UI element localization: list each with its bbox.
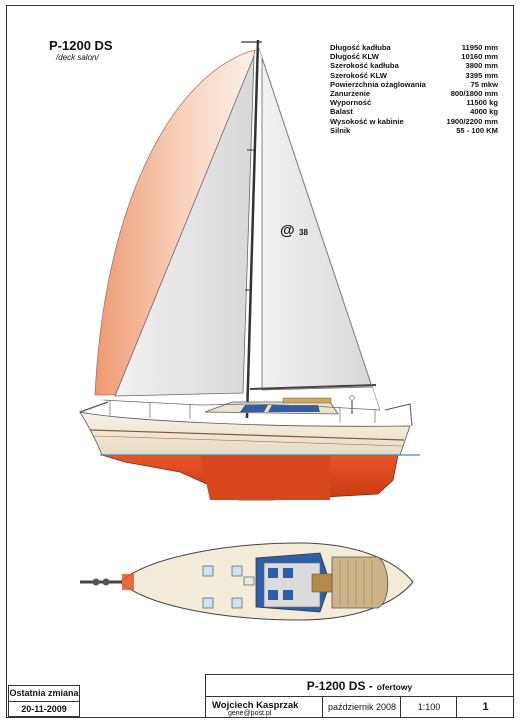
cockpit-plan [331,556,389,609]
spec-label: Szerokość kadłuba [330,61,399,71]
spec-value: 10160 mm [461,52,498,62]
spec-label: Zanurzenie [330,88,371,98]
spec-row: Szerokość KLW 3395 mm [330,71,498,80]
spec-value: 3800 mm [465,61,498,71]
spec-label: Balast [330,107,353,117]
drawing-title: P-1200 DS - [306,679,373,693]
spec-label: Powierzchnia ożaglowania [330,79,426,89]
title-block: P-1200 DS -ofertowy Wojciech Kasprzak ge… [205,674,514,718]
spec-label: Silnik [330,125,351,135]
spec-value: 11950 mm [461,43,498,52]
spec-value: 1900/2200 mm [446,116,498,126]
spec-value: 55 - 100 KM [456,125,498,135]
spec-row: Długość kadłuba 11950 mm [330,43,498,52]
spec-row: Długość KLW 10160 mm [330,52,498,61]
spec-value: 75 mkw [470,79,498,89]
last-change-date: 20-11-2009 [21,704,67,714]
drawing-scale: 1:100 [400,697,457,717]
mast [245,39,260,419]
main-sail [261,57,373,391]
spec-row: Balast 4000 kg [330,107,498,116]
spec-label: Szerokość KLW [330,70,387,80]
person-figure [349,395,355,401]
model-title: P-1200 DS [49,38,113,53]
spec-label: Długość kadłuba [330,43,391,52]
author-email: gene@post.pl [228,710,272,717]
keel [200,455,330,500]
spec-row: Silnik 55 - 100 KM [330,126,498,135]
spec-row: Wysokość w kabinie 1900/2200 mm [330,117,498,126]
specs-table: Długość kadłuba 11950 mm Długość KLW 10160… [330,43,498,135]
spec-row: Szerokość kadłuba 3800 mm [330,61,498,70]
spec-row: Powierzchnia ożaglowania 75 mkw [330,80,498,89]
title-block-header: P-1200 DS -ofertowy [206,675,513,697]
spec-label: Wyporność [330,98,372,108]
last-change-label: Ostatnia zmiana [9,688,79,702]
model-subtitle: /deck salon/ [56,53,99,62]
sail-number: 38 [299,228,308,237]
sheet-number: 1 [456,697,514,717]
spec-label: Długość KLW [330,52,379,62]
drawing-date: październik 2008 [322,697,401,717]
spec-value: 11500 kg [466,98,498,108]
spec-value: 4000 kg [470,107,498,117]
sail-logo: @ [280,222,295,239]
drawing-subtitle: ofertowy [376,682,413,692]
spec-value: 3395 mm [465,70,498,80]
spec-value: 800/1800 mm [450,88,498,98]
author-name: Wojciech Kasprzak [212,700,299,711]
spec-row: Wyporność 11500 kg [330,98,498,107]
boom [249,384,377,390]
genoa-sail [114,55,255,397]
last-change-box: Ostatnia zmiana 20-11-2009 [8,685,80,717]
hull-topsides [79,411,411,456]
spec-row: Zanurzenie 800/1800 mm [330,89,498,98]
spec-label: Wysokość w kabinie [330,116,404,126]
